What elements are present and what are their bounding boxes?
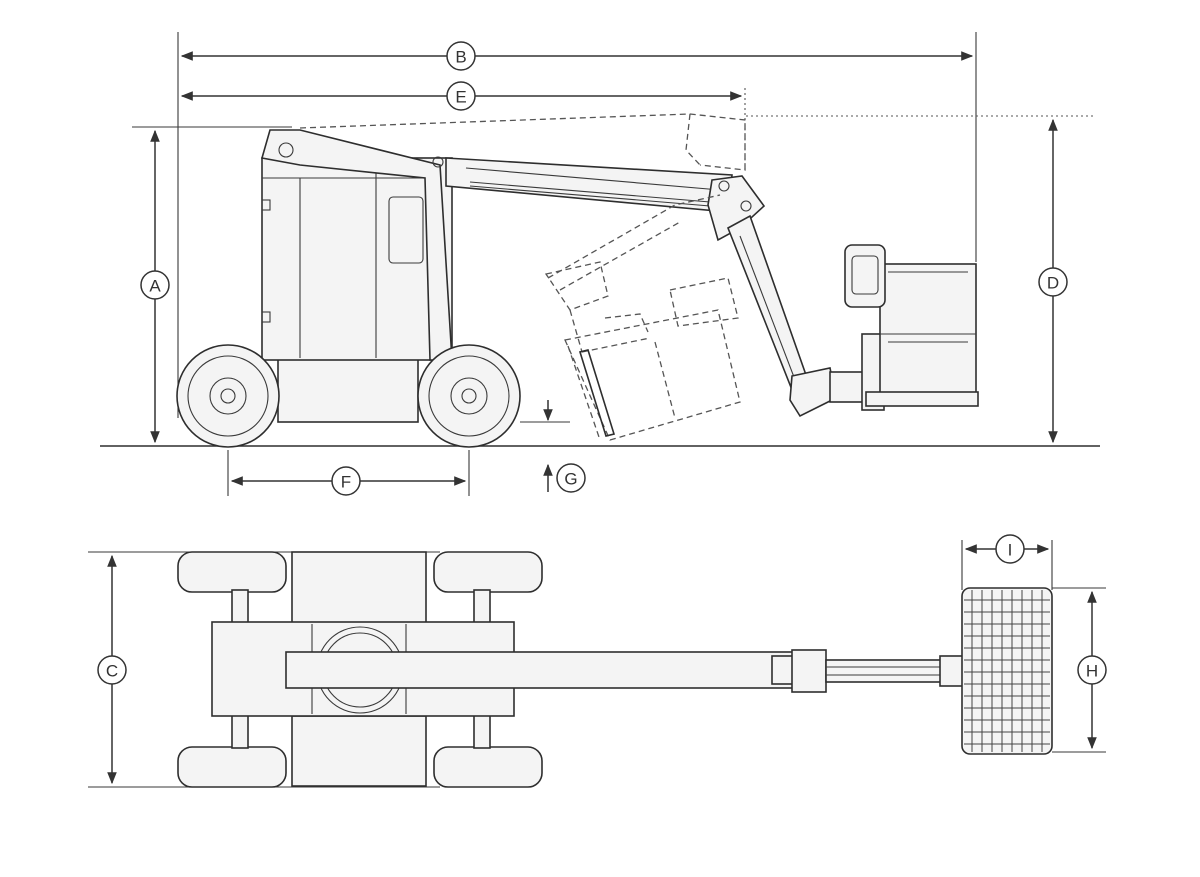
- label-e-text: E: [455, 88, 466, 107]
- label-d: D: [1038, 267, 1068, 297]
- platform-basket: [879, 263, 977, 395]
- chassis-base: [277, 357, 419, 423]
- control-box: [844, 244, 886, 308]
- label-f: F: [331, 466, 361, 496]
- label-h: H: [1077, 655, 1107, 685]
- label-b-text: B: [455, 48, 466, 67]
- label-d-text: D: [1047, 274, 1059, 293]
- label-f-text: F: [341, 473, 351, 492]
- label-a: A: [140, 270, 170, 300]
- label-b: B: [446, 41, 476, 71]
- top-wheel-front-right: [433, 746, 543, 788]
- label-a-text: A: [149, 277, 161, 296]
- top-wheel-front-left: [433, 551, 543, 593]
- top-wheel-rear-right: [177, 746, 287, 788]
- label-c-text: C: [106, 662, 118, 681]
- side-view: [100, 32, 1100, 496]
- top-view: [88, 540, 1106, 788]
- top-platform-grid: [961, 587, 1053, 755]
- top-boom-head: [771, 655, 795, 685]
- top-chassis-block-lower: [291, 715, 427, 787]
- rear-wheel: [176, 344, 280, 448]
- label-c: C: [97, 655, 127, 685]
- label-g-text: G: [564, 470, 577, 489]
- top-jib: [825, 659, 945, 683]
- tilted-platform-edge: [578, 349, 616, 437]
- chassis-window: [388, 196, 424, 264]
- jib-arm: [726, 214, 813, 402]
- label-i: I: [995, 534, 1025, 564]
- top-main-boom: [285, 651, 795, 689]
- label-e: E: [446, 81, 476, 111]
- platform-floor: [865, 391, 979, 407]
- boom-pivot: [432, 156, 444, 168]
- label-i-text: I: [1008, 541, 1013, 560]
- top-wheel-rear-left: [177, 551, 287, 593]
- turret-pivot: [278, 142, 294, 158]
- label-g: G: [556, 463, 586, 493]
- top-boom-collar: [791, 649, 827, 693]
- chassis-body: [261, 157, 453, 361]
- stowed-position-outline: [299, 113, 746, 441]
- label-h-text: H: [1086, 662, 1098, 681]
- top-jib-rotator: [939, 655, 965, 687]
- front-wheel: [417, 344, 521, 448]
- top-chassis-block-upper: [291, 551, 427, 625]
- jib-rotator: [789, 367, 837, 418]
